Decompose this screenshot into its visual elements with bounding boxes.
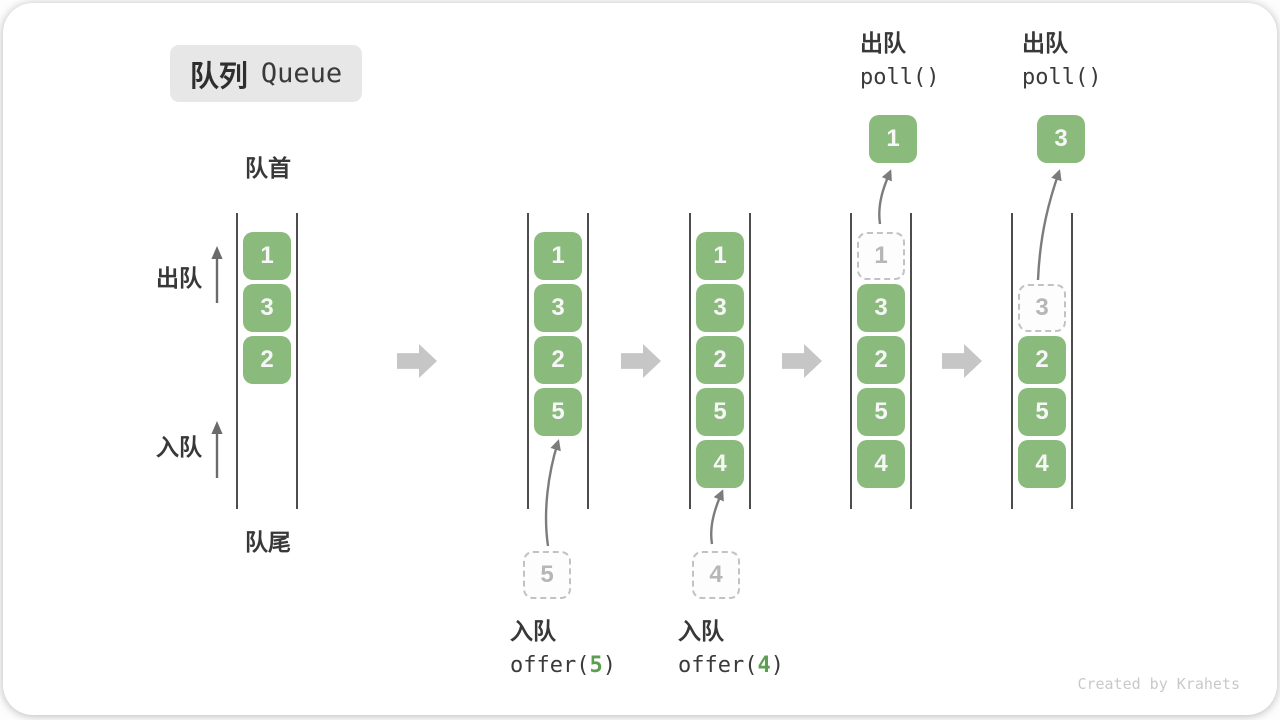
queue-wall-left	[850, 213, 852, 509]
queue-item: 5	[696, 388, 744, 436]
dequeue-direction-arrow-icon	[211, 246, 223, 303]
queue-item: 1	[243, 232, 291, 280]
queue-item: 3	[696, 284, 744, 332]
operation-code: poll()	[1022, 65, 1102, 91]
queue-wall-right	[587, 213, 589, 509]
code-argument: 5	[589, 653, 603, 679]
diagram-title: 队列 Queue	[170, 45, 362, 102]
operation-label-enqueue-5: 入队 offer(5)	[510, 618, 616, 679]
queue-wall-right	[296, 213, 298, 509]
queue-state-5: 3 2 5 4	[1011, 213, 1073, 509]
pending-enqueue-item: 5	[523, 551, 571, 599]
dequeue-arrow-icon	[878, 169, 892, 225]
queue-wall-left	[689, 213, 691, 509]
pending-enqueue-item: 4	[692, 551, 740, 599]
title-chinese: 队列	[189, 60, 248, 93]
operation-name: 出队	[1022, 30, 1068, 56]
queue-item: 4	[696, 440, 744, 488]
queue-wall-right	[1071, 213, 1073, 509]
operation-code: offer(4)	[678, 653, 784, 679]
enqueue-direction-arrow-icon	[211, 421, 223, 478]
queue-state-1: 1 3 2	[236, 213, 298, 509]
removed-item-ghost: 1	[857, 232, 905, 280]
queue-item: 4	[1018, 440, 1066, 488]
queue-state-2: 1 3 2 5	[527, 213, 589, 509]
dequeue-side-label: 出队	[156, 265, 202, 291]
queue-item: 3	[534, 284, 582, 332]
queue-item: 3	[243, 284, 291, 332]
queue-wall-left	[236, 213, 238, 509]
polled-item: 3	[1037, 115, 1085, 163]
queue-item: 4	[857, 440, 905, 488]
operation-name: 入队	[678, 618, 724, 644]
queue-rear-label: 队尾	[245, 529, 291, 555]
operation-label-poll-1: 出队 poll()	[860, 30, 940, 91]
queue-state-3: 1 3 2 5 4	[689, 213, 751, 509]
queue-front-label: 队首	[245, 155, 291, 181]
queue-item: 1	[534, 232, 582, 280]
enqueue-arrow-icon	[710, 489, 724, 545]
queue-item: 5	[534, 388, 582, 436]
queue-item: 2	[857, 336, 905, 384]
queue-item: 1	[696, 232, 744, 280]
queue-state-4: 1 3 2 5 4	[850, 213, 912, 509]
enqueue-side-label: 入队	[156, 434, 202, 460]
operation-code: poll()	[860, 65, 940, 91]
dequeue-arrow-icon	[1036, 169, 1062, 281]
polled-item: 1	[869, 115, 917, 163]
title-english: Queue	[260, 58, 343, 89]
operation-code: offer(5)	[510, 653, 616, 679]
queue-wall-right	[910, 213, 912, 509]
code-argument: 4	[757, 653, 771, 679]
queue-item: 5	[1018, 388, 1066, 436]
queue-item: 2	[696, 336, 744, 384]
queue-wall-right	[749, 213, 751, 509]
queue-item: 2	[243, 336, 291, 384]
queue-item: 3	[857, 284, 905, 332]
watermark: Created by Krahets	[1077, 675, 1240, 693]
operation-name: 出队	[860, 30, 906, 56]
operation-label-poll-2: 出队 poll()	[1022, 30, 1102, 91]
queue-wall-left	[1011, 213, 1013, 509]
queue-wall-left	[527, 213, 529, 509]
queue-item: 2	[1018, 336, 1066, 384]
queue-item: 2	[534, 336, 582, 384]
operation-label-enqueue-4: 入队 offer(4)	[678, 618, 784, 679]
removed-item-ghost: 3	[1018, 284, 1066, 332]
queue-item: 5	[857, 388, 905, 436]
enqueue-arrow-icon	[544, 439, 561, 547]
operation-name: 入队	[510, 618, 556, 644]
